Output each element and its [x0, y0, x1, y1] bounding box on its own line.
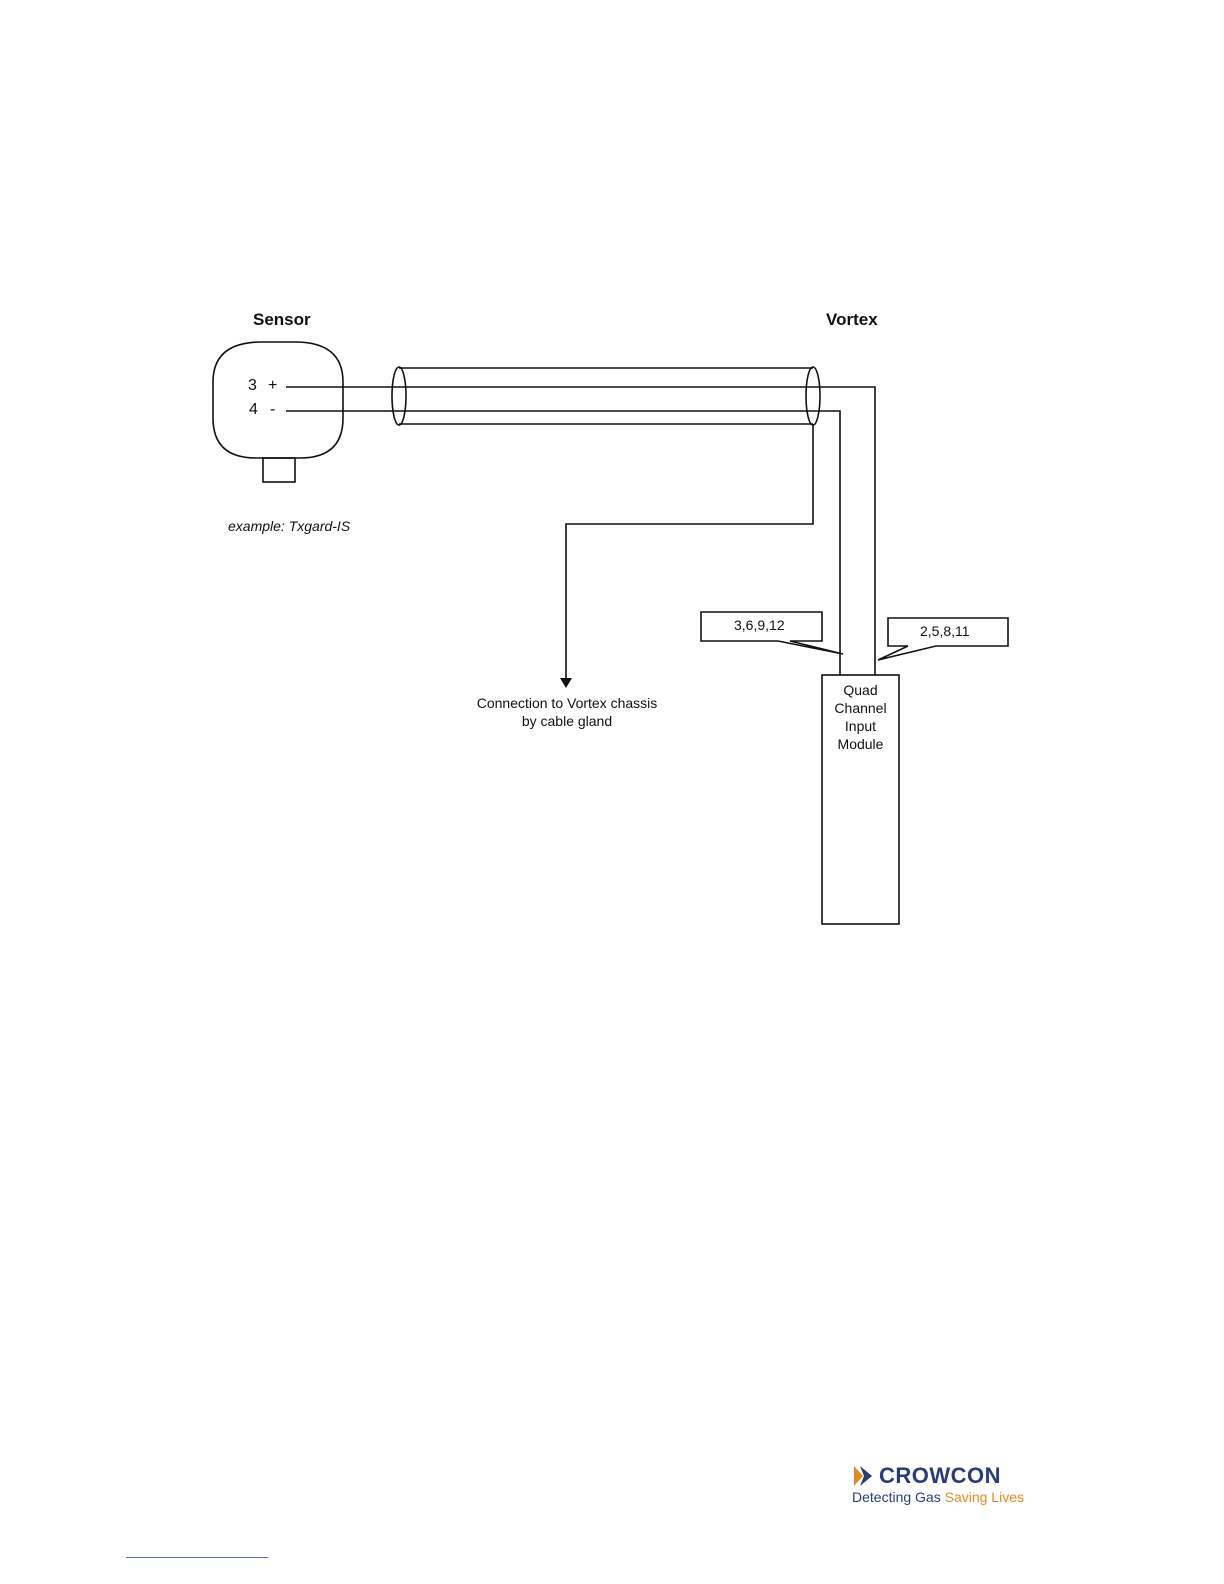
chassis-connection-line2: by cable gland	[456, 712, 678, 730]
crowcon-logo-icon	[852, 1464, 876, 1488]
tagline-part1: Detecting Gas	[852, 1489, 941, 1505]
chassis-connection-label: Connection to Vortex chassis by cable gl…	[456, 694, 678, 730]
vortex-heading: Vortex	[826, 310, 878, 330]
module-line4: Module	[822, 735, 899, 753]
callout-negative-label: 3,6,9,12	[734, 617, 785, 633]
sensor-body	[213, 342, 343, 458]
positive-wire	[286, 387, 875, 675]
brand-tagline: Detecting Gas Saving Lives	[852, 1489, 1024, 1505]
cable-end-left	[392, 367, 406, 425]
pin-positive-number: 3	[248, 377, 257, 395]
cable-end-right	[806, 367, 820, 425]
pin-negative-number: 4	[249, 401, 258, 419]
negative-wire	[286, 411, 840, 675]
footnote-separator	[126, 1557, 268, 1558]
crowcon-logo: CROWCON Detecting Gas Saving Lives	[852, 1462, 1032, 1508]
tagline-part2: Saving Lives	[945, 1489, 1024, 1505]
callout-positive-label: 2,5,8,11	[920, 623, 970, 639]
arrow-head-icon	[560, 678, 572, 688]
module-line2: Channel	[822, 699, 899, 717]
pin-positive-sign: +	[268, 377, 277, 395]
input-module-label: Quad Channel Input Module	[822, 681, 899, 753]
brand-name: CROWCON	[879, 1463, 1001, 1489]
example-caption: example: Txgard-IS	[228, 518, 350, 534]
module-line1: Quad	[822, 681, 899, 699]
sensor-heading: Sensor	[253, 310, 311, 330]
sensor-connector	[263, 458, 295, 482]
pin-negative-sign: -	[270, 401, 275, 419]
module-line3: Input	[822, 717, 899, 735]
chassis-connection-line1: Connection to Vortex chassis	[456, 694, 678, 712]
